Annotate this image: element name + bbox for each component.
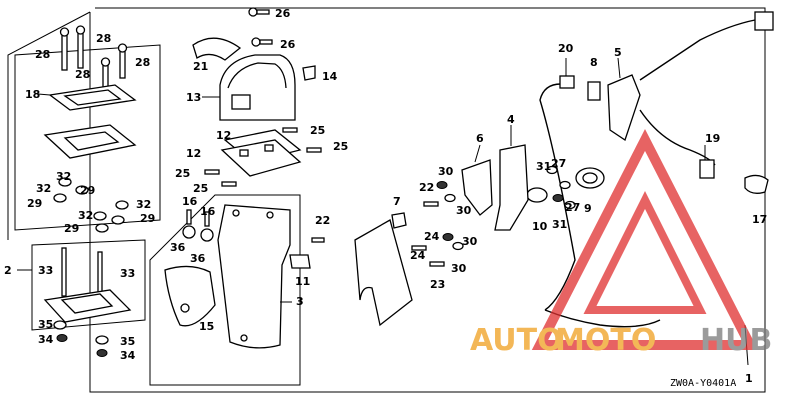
- gasket-group-box: [14, 44, 161, 231]
- grommet-10: [526, 187, 548, 203]
- callout-36: 36: [170, 241, 186, 254]
- callout-32: 32: [136, 198, 151, 211]
- callout-30: 30: [462, 235, 478, 248]
- callout-25: 25: [175, 167, 190, 180]
- callout-30: 30: [451, 262, 467, 275]
- bracket-15: [164, 265, 216, 327]
- callout-13: 13: [186, 91, 201, 104]
- callout-28: 28: [35, 48, 50, 61]
- svg-text:HUB: HUB: [700, 323, 772, 358]
- clip-14: [302, 65, 316, 81]
- left-bracket: [7, 11, 91, 240]
- backplate-3: [217, 204, 291, 349]
- housing-group-box: [149, 194, 301, 386]
- callout-30: 30: [456, 204, 472, 217]
- bolt-28-group: [59, 25, 128, 93]
- svg-text:AUTO: AUTO: [470, 323, 563, 358]
- bracket-6: [461, 159, 493, 216]
- callout-20: 20: [558, 42, 574, 55]
- gasket-18: [43, 84, 137, 159]
- screws-25: [204, 127, 322, 187]
- callout-36: 36: [190, 252, 206, 265]
- callout-14: 14: [322, 70, 338, 83]
- callouts: 1 2 3 5 6 4 7 8 9 10 11 12 12 13 14 15 1…: [4, 7, 767, 385]
- callout-31: 31: [552, 218, 567, 231]
- callout-26: 26: [280, 38, 296, 51]
- button-7: [391, 212, 407, 229]
- callout-23: 23: [430, 278, 445, 291]
- callout-2: 2: [4, 264, 12, 277]
- wire-harness: [539, 11, 774, 328]
- screws-16: [182, 209, 214, 242]
- callout-30: 30: [438, 165, 454, 178]
- callout-15: 15: [199, 320, 214, 333]
- callout-27: 27: [551, 157, 566, 170]
- plates-12: [220, 129, 302, 177]
- callout-10: 10: [532, 220, 548, 233]
- gasket-plate: [354, 219, 413, 327]
- callout-25: 25: [310, 124, 325, 137]
- callout-29: 29: [27, 197, 42, 210]
- callout-35: 35: [38, 318, 53, 331]
- callout-32: 32: [56, 170, 71, 183]
- callout-33: 33: [120, 267, 135, 280]
- callout-16: 16: [200, 205, 216, 218]
- callout-34: 34: [120, 349, 136, 362]
- callout-18: 18: [25, 88, 40, 101]
- callout-29: 29: [80, 184, 95, 197]
- callout-32: 32: [36, 182, 51, 195]
- callout-29: 29: [140, 212, 155, 225]
- callout-27: 27: [565, 201, 580, 214]
- grommet-17: [744, 174, 769, 194]
- callout-9: 9: [584, 202, 592, 215]
- housing-13: [219, 54, 296, 121]
- callout-8: 8: [590, 56, 598, 69]
- diagram-code: ZW0A-Y0401A: [670, 378, 736, 389]
- callout-24: 24: [410, 249, 426, 262]
- callout-25: 25: [333, 140, 348, 153]
- callout-28: 28: [96, 32, 111, 45]
- callout-24: 24: [424, 230, 440, 243]
- washers-29-32: [53, 177, 129, 233]
- callout-22: 22: [315, 214, 330, 227]
- callout-17: 17: [752, 213, 767, 226]
- callout-35: 35: [120, 335, 135, 348]
- handle-5: [607, 74, 641, 142]
- part-8: [587, 81, 601, 101]
- callout-1: 1: [745, 372, 753, 385]
- callout-33: 33: [38, 264, 53, 277]
- callout-19: 19: [705, 132, 720, 145]
- base-block: [43, 247, 132, 357]
- callout-29: 29: [64, 222, 79, 235]
- svg-text:MOTO: MOTO: [555, 323, 656, 358]
- callout-5: 5: [614, 46, 622, 59]
- callout-12: 12: [216, 129, 231, 142]
- callout-4: 4: [507, 113, 515, 126]
- lever-4: [494, 144, 529, 231]
- callout-7: 7: [393, 195, 401, 208]
- callout-28: 28: [75, 68, 90, 81]
- callout-25: 25: [193, 182, 208, 195]
- screw-26: [248, 7, 273, 47]
- small-hardware: [411, 165, 576, 267]
- callout-6: 6: [476, 132, 484, 145]
- callout-32: 32: [78, 209, 93, 222]
- callout-16: 16: [182, 195, 198, 208]
- main-frame: [89, 7, 766, 393]
- callout-11: 11: [295, 275, 310, 288]
- callout-3: 3: [296, 295, 304, 308]
- callout-21: 21: [193, 60, 208, 73]
- watermark-logo: AUTO MOTO HUB: [470, 129, 772, 358]
- callout-28: 28: [135, 56, 150, 69]
- callout-22: 22: [419, 181, 434, 194]
- callout-12: 12: [186, 147, 201, 160]
- callout-26: 26: [275, 7, 291, 20]
- callout-34: 34: [38, 333, 54, 346]
- callout-31: 31: [536, 160, 551, 173]
- screw-22-clamp-11: [289, 237, 325, 269]
- base-group-box: [31, 239, 146, 331]
- cover-21: [192, 37, 242, 61]
